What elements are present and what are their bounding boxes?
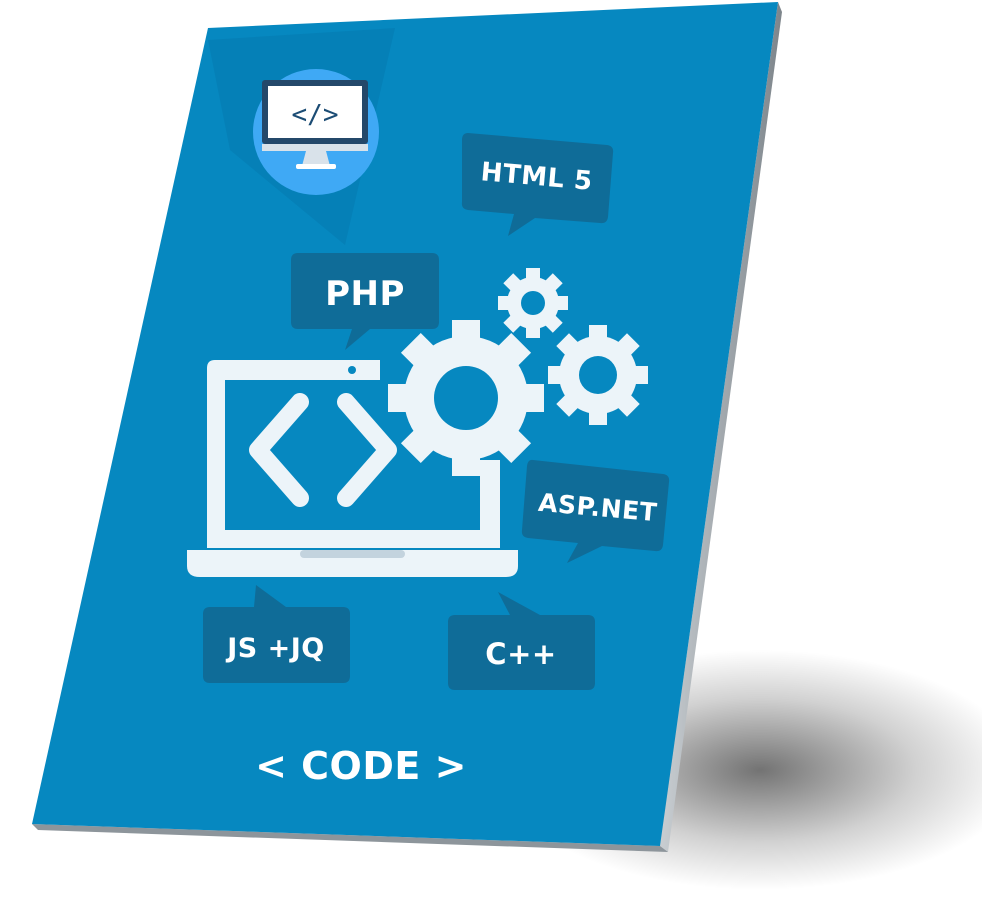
- laptop-base: [187, 550, 518, 577]
- small-gear-top: [498, 268, 568, 338]
- medium-gear-right: [548, 325, 648, 425]
- book-edge-right: [660, 2, 782, 852]
- cpp-bubble: C++: [448, 592, 595, 690]
- laptop-camera: [348, 366, 356, 374]
- cpp-label: C++: [485, 637, 556, 671]
- gears-icon: [388, 268, 648, 476]
- book-cover: [32, 2, 778, 846]
- html5-bubble: HTML 5: [461, 133, 614, 236]
- php-bubble: PHP: [291, 253, 439, 350]
- aspnet-bubble: ASP.NET: [521, 459, 670, 563]
- jsjq-bubble: JS +JQ: [203, 585, 350, 683]
- jsjq-label: JS +JQ: [225, 633, 325, 664]
- book-edge-bottom: [32, 824, 668, 852]
- large-gear: [388, 320, 544, 476]
- php-label: PHP: [325, 274, 405, 314]
- left-chevron-icon: [249, 393, 309, 507]
- laptop-code-icon: [187, 360, 518, 577]
- code-footer-title: < CODE >: [255, 744, 467, 788]
- laptop-trackpad-notch: [300, 550, 405, 558]
- right-chevron-icon: [337, 393, 397, 507]
- monitor-code-text: </>: [292, 100, 339, 130]
- monitor-code-icon: </>: [253, 69, 379, 195]
